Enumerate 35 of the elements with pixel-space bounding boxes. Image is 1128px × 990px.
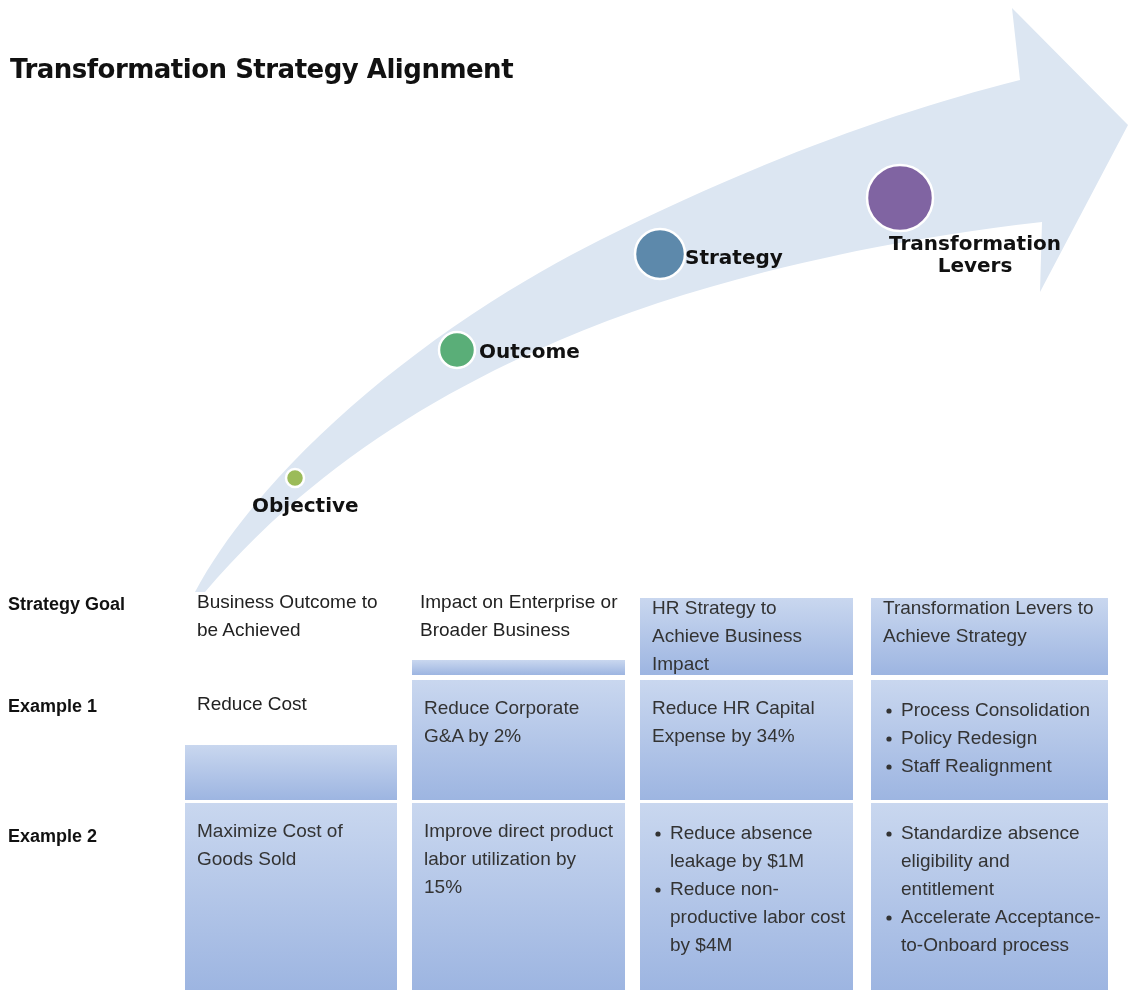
bullet-item: Reduce absence leakage by $1M	[670, 822, 813, 871]
bullet-item: Reduce non-productive labor cost by $4M	[670, 878, 846, 955]
stage-label: Outcome	[479, 340, 580, 362]
cell-text: Reduce HR Capital Expense by 34%	[652, 696, 816, 748]
diagram-title: Transformation Strategy Alignment	[10, 54, 514, 84]
table-cell	[871, 803, 1108, 990]
cell-text: Reduce Corporate G&A by 2%	[424, 696, 581, 748]
row-heading: Example 1	[8, 695, 99, 718]
bullet-item: Standardize absence eligibility and entitlement	[901, 822, 1080, 899]
bullet-item: Accelerate Acceptance-to-Onboard process	[901, 906, 1101, 955]
table-cell	[640, 598, 853, 675]
cell-text: Maximize Cost of Goods Sold	[197, 819, 344, 871]
row-heading: Example 2	[8, 825, 99, 848]
stage-label: Strategy	[685, 246, 783, 268]
cell-text: Transformation Levers to Achieve Strategy	[883, 596, 1095, 648]
row-heading: Strategy Goal	[8, 593, 127, 616]
column-heading: Impact on Enterprise or Broader Business	[420, 590, 619, 642]
cell-text: Improve direct product labor utilization by 15%	[424, 819, 615, 899]
bullet-item: Process Consolidation	[901, 699, 1091, 720]
table-cell	[640, 803, 853, 990]
table-cell	[185, 803, 397, 990]
table-cell	[640, 680, 853, 800]
bullet-item: Policy Redesign	[901, 727, 1038, 748]
cell-text: HR Strategy to Achieve Business Impact	[652, 596, 803, 676]
table-cell	[412, 680, 625, 800]
column-heading: Business Outcome to be Achieved	[197, 590, 379, 642]
table-cell	[412, 803, 625, 990]
table-cell	[871, 598, 1108, 675]
table-cell	[871, 680, 1108, 800]
column-heading: Reduce Cost	[197, 692, 308, 716]
stage-label: Transformation Levers	[888, 232, 1062, 276]
stage-label: Objective	[252, 494, 359, 516]
empty-cell	[185, 745, 397, 800]
bullet-item: Staff Realignment	[901, 755, 1052, 776]
empty-bar	[412, 660, 625, 675]
